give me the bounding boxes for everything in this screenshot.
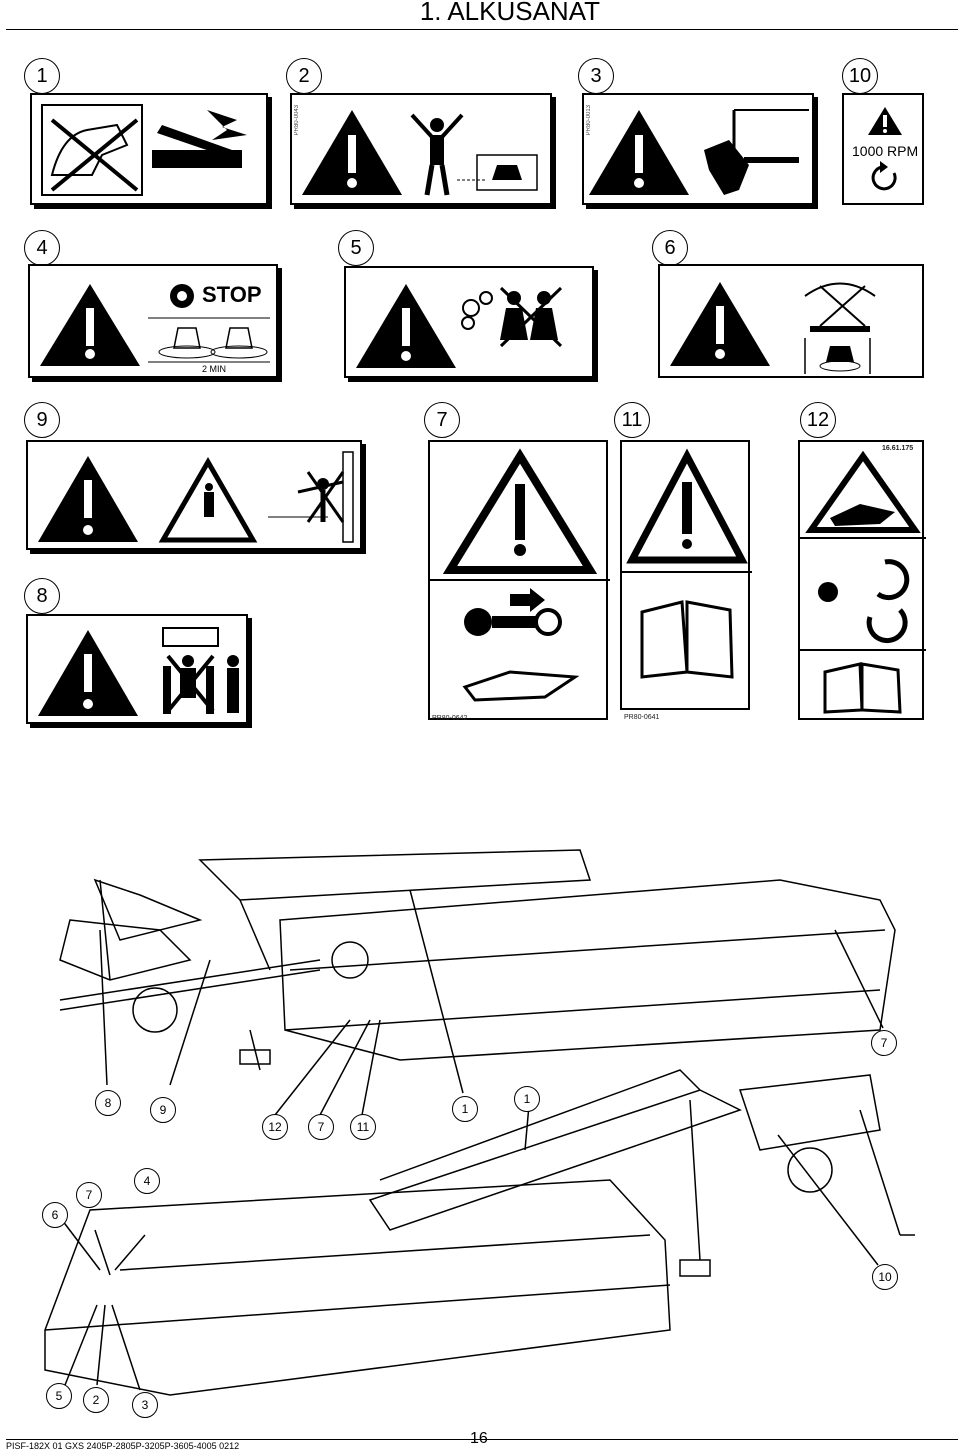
title-rule	[6, 29, 958, 30]
callout-upper-8: 8	[95, 1090, 121, 1116]
decal-3: PR80-0013	[582, 93, 814, 205]
stop-rotation-icon	[40, 284, 270, 366]
rpm-warning-icon	[868, 107, 902, 191]
callout-upper-7a: 7	[871, 1030, 897, 1056]
lifted-load-icon	[38, 627, 239, 716]
decal-label-2: 2	[286, 58, 322, 94]
document-id: PISF-182X 01 GXS 2405P-2805P-3205P-3605-…	[6, 1441, 240, 1451]
decal-9	[26, 440, 362, 550]
danger-zone-icon	[38, 451, 354, 543]
code-11: PR80-0641	[624, 714, 660, 721]
callout-lower-6: 6	[42, 1202, 68, 1228]
callout-lower-7: 7	[76, 1182, 102, 1208]
decal-label-11: 11	[614, 402, 650, 438]
rpm-text: 1000 RPM	[852, 143, 919, 159]
footer-rule	[6, 1439, 958, 1440]
decal-1	[30, 93, 268, 205]
callout-lower-3: 3	[132, 1392, 158, 1418]
keep-children-away-icon	[356, 284, 563, 368]
decal-label-12: 12	[800, 402, 836, 438]
decal-7: PR80-0642	[428, 440, 610, 722]
callout-upper-9: 9	[150, 1097, 176, 1123]
foot-crush-icon	[589, 109, 809, 195]
decal-8	[26, 614, 248, 724]
decal-label-5: 5	[338, 230, 374, 266]
decal-label-9: 9	[24, 402, 60, 438]
decal-label-7: 7	[424, 402, 460, 438]
decal-label-4: 4	[24, 230, 60, 266]
code-12: 16.61.175	[882, 445, 914, 452]
code-7: PR80-0642	[432, 715, 468, 722]
callout-upper-11: 11	[350, 1114, 376, 1140]
callout-upper-7b: 7	[308, 1114, 334, 1140]
decal-label-3: 3	[578, 58, 614, 94]
callout-upper-12: 12	[262, 1114, 288, 1140]
callout-lower-10: 10	[872, 1264, 898, 1290]
decal-label-1: 1	[24, 58, 60, 94]
decal-6	[658, 264, 924, 378]
decal-4: STOP 2 MIN	[28, 264, 278, 378]
page-title: 1. ALKUSANAT	[419, 0, 600, 26]
decal-5	[344, 266, 594, 378]
decal-label-10: 10	[842, 58, 878, 94]
mower-diagram	[44, 849, 915, 1396]
run-over-manual-icon	[800, 450, 926, 714]
folding-hazard-icon	[670, 282, 876, 374]
callout-lower-5: 5	[46, 1383, 72, 1409]
hand-crush-icon	[41, 104, 247, 196]
decal-11: PR80-0641	[620, 440, 752, 721]
remove-key-service-icon	[430, 448, 610, 702]
two-min-text: 2 MIN	[202, 364, 227, 374]
callout-lower-4: 4	[134, 1168, 160, 1194]
decal-2: PR80-0043	[290, 93, 552, 205]
callout-upper-1: 1	[452, 1096, 478, 1122]
warning-triangle-icon	[302, 110, 538, 196]
decal-label-8: 8	[24, 578, 60, 614]
stop-text: STOP	[202, 282, 262, 307]
callout-lower-1: 1	[514, 1086, 540, 1112]
page-number: 16	[470, 1430, 488, 1447]
decal-label-6: 6	[652, 230, 688, 266]
callout-lower-2: 2	[83, 1387, 109, 1413]
read-manual-icon	[622, 448, 752, 679]
decal-12: 16.61.175	[798, 440, 926, 720]
decal-10: 1000 RPM	[842, 93, 924, 205]
